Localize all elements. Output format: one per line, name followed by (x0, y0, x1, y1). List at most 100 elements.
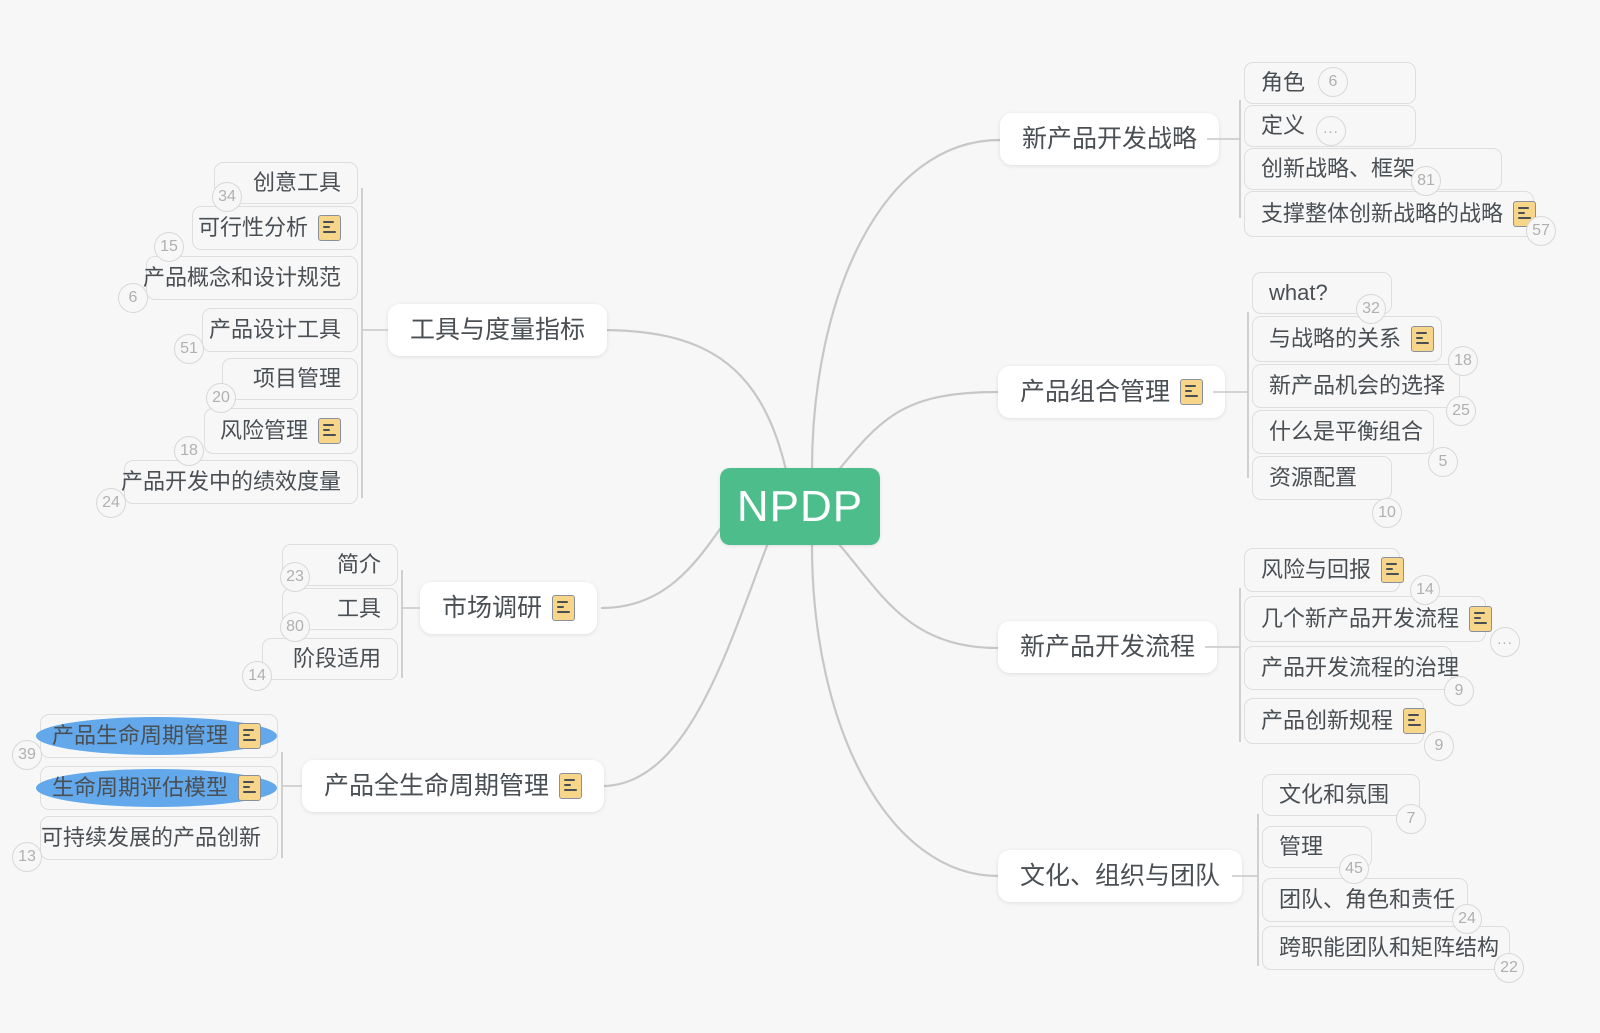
leaf-item[interactable]: 跨职能团队和矩阵结构 (1262, 926, 1510, 970)
branch-market-research[interactable]: 市场调研 (420, 582, 598, 634)
leaf-item[interactable]: 管理 (1262, 826, 1372, 868)
leaf-item[interactable]: 产品概念和设计规范 (143, 256, 358, 300)
leaf-label: 创新战略、框架 (1261, 156, 1416, 181)
leaf-label: what? (1269, 280, 1328, 305)
count-badge[interactable]: 39 (12, 740, 42, 770)
note-icon[interactable] (238, 775, 261, 801)
leaf-item[interactable]: 简介 (282, 544, 398, 586)
leaf-label: 管理 (1279, 834, 1324, 859)
leaf-item[interactable]: 产品开发中的绩效度量 (121, 460, 358, 504)
leaf-item[interactable]: 创新战略、框架 (1244, 148, 1502, 190)
count-badge[interactable]: 51 (174, 334, 204, 364)
leaf-label: 风险与回报 (1261, 557, 1372, 582)
leaf-label: 可持续发展的产品创新 (40, 825, 261, 850)
note-icon[interactable] (1403, 708, 1427, 734)
leaf-item[interactable]: 支撑整体创新战略的战略 (1244, 191, 1537, 237)
leaf-item[interactable]: 几个新产品开发流程 (1244, 596, 1493, 642)
leaf-item[interactable]: 工具 (282, 588, 398, 630)
count-badge[interactable]: 10 (1372, 498, 1402, 528)
count-badge[interactable]: ... (1490, 627, 1520, 657)
count-badge[interactable]: 15 (154, 232, 184, 262)
count-badge[interactable]: 9 (1444, 676, 1474, 706)
count-badge[interactable]: 6 (1318, 67, 1348, 97)
leaf-label: 产品开发流程的治理 (1261, 655, 1460, 680)
branch-new-product-dev-process[interactable]: 新产品开发流程 (998, 621, 1218, 673)
count-badge[interactable]: 18 (1448, 346, 1478, 376)
count-badge[interactable]: 25 (1446, 396, 1476, 426)
branch-culture-organization-team[interactable]: 文化、组织与团队 (998, 850, 1243, 902)
leaf-label: 团队、角色和责任 (1279, 887, 1456, 912)
leaf-label: 资源配置 (1269, 465, 1358, 490)
count-badge[interactable]: 32 (1356, 294, 1386, 324)
count-badge[interactable]: 7 (1396, 804, 1426, 834)
note-icon[interactable] (552, 595, 576, 621)
leaf-item[interactable]: 团队、角色和责任 (1262, 878, 1468, 922)
count-badge[interactable]: 23 (280, 562, 310, 592)
leaf-label: 可行性分析 (197, 215, 308, 240)
root-label: NPDP (736, 481, 864, 531)
leaf-item[interactable]: 项目管理 (222, 358, 358, 400)
leaf-item[interactable]: 文化和氛围 (1262, 774, 1420, 816)
leaf-item[interactable]: what? (1252, 272, 1392, 314)
leaf-label: 项目管理 (252, 366, 341, 391)
branch-label: 新产品开发流程 (1020, 632, 1196, 661)
count-badge[interactable]: ... (1316, 116, 1346, 146)
note-icon[interactable] (1469, 606, 1493, 632)
leaf-item[interactable]: 产品开发流程的治理 (1244, 646, 1459, 690)
count-badge[interactable]: 81 (1411, 166, 1441, 196)
note-icon[interactable] (1381, 557, 1405, 583)
leaf-item[interactable]: 风险管理 (204, 408, 358, 454)
count-badge[interactable]: 57 (1526, 216, 1556, 246)
leaf-label: 产品生命周期管理 (51, 723, 228, 748)
leaf-item[interactable]: 定义 (1244, 105, 1416, 147)
count-badge[interactable]: 24 (1452, 904, 1482, 934)
leaf-item[interactable]: 创意工具 (214, 162, 358, 204)
note-icon[interactable] (318, 215, 341, 241)
branch-product-lifecycle-management[interactable]: 产品全生命周期管理 (302, 760, 605, 812)
branch-product-portfolio-management[interactable]: 产品组合管理 (998, 366, 1226, 418)
leaf-item[interactable]: 风险与回报 (1244, 548, 1405, 592)
leaf-label: 几个新产品开发流程 (1261, 606, 1460, 631)
branch-label: 产品全生命周期管理 (324, 771, 550, 800)
leaf-item[interactable]: 产品生命周期管理 (35, 714, 278, 758)
leaf-item[interactable]: 产品创新规程 (1244, 698, 1427, 744)
note-icon[interactable] (1411, 326, 1435, 352)
note-icon[interactable] (318, 418, 341, 444)
branch-tools-and-metrics[interactable]: 工具与度量指标 (388, 304, 608, 356)
leaf-item[interactable]: 阶段适用 (262, 638, 398, 680)
count-badge[interactable]: 14 (242, 661, 272, 691)
leaf-label: 产品创新规程 (1261, 708, 1394, 733)
leaf-label: 生命周期评估模型 (51, 775, 228, 800)
leaf-item[interactable]: 新产品机会的选择 (1252, 364, 1460, 408)
leaf-item[interactable]: 与战略的关系 (1252, 316, 1442, 362)
leaf-item[interactable]: 什么是平衡组合 (1252, 410, 1434, 454)
leaf-highlight[interactable]: 生命周期评估模型 (35, 769, 278, 807)
count-badge[interactable]: 34 (212, 182, 242, 212)
note-icon[interactable] (238, 723, 261, 749)
root-node[interactable]: NPDP (720, 468, 880, 545)
count-badge[interactable]: 24 (96, 488, 126, 518)
leaf-item[interactable]: 资源配置 (1252, 456, 1392, 500)
leaf-item[interactable]: 生命周期评估模型 (35, 766, 278, 810)
note-icon[interactable] (559, 773, 583, 799)
leaf-item[interactable]: 可行性分析 (192, 206, 358, 250)
count-badge[interactable]: 80 (280, 612, 310, 642)
leaf-highlight[interactable]: 产品生命周期管理 (35, 717, 278, 755)
leaf-label: 新产品机会的选择 (1269, 373, 1446, 398)
branch-new-product-dev-strategy[interactable]: 新产品开发战略 (1000, 113, 1220, 165)
count-badge[interactable]: 45 (1339, 854, 1369, 884)
count-badge[interactable]: 18 (174, 436, 204, 466)
count-badge[interactable]: 22 (1494, 953, 1524, 983)
leaf-item[interactable]: 角色 (1244, 62, 1416, 104)
count-badge[interactable]: 5 (1428, 447, 1458, 477)
count-badge[interactable]: 6 (118, 283, 148, 313)
count-badge[interactable]: 13 (12, 842, 42, 872)
note-icon[interactable] (1180, 379, 1204, 405)
count-badge[interactable]: 9 (1424, 731, 1454, 761)
leaf-item[interactable]: 可持续发展的产品创新 (40, 816, 278, 860)
count-badge[interactable]: 14 (1410, 575, 1440, 605)
count-badge[interactable]: 20 (206, 383, 236, 413)
leaf-item[interactable]: 产品设计工具 (202, 308, 358, 352)
leaf-label: 阶段适用 (292, 646, 381, 671)
leaf-label: 产品设计工具 (208, 317, 341, 342)
